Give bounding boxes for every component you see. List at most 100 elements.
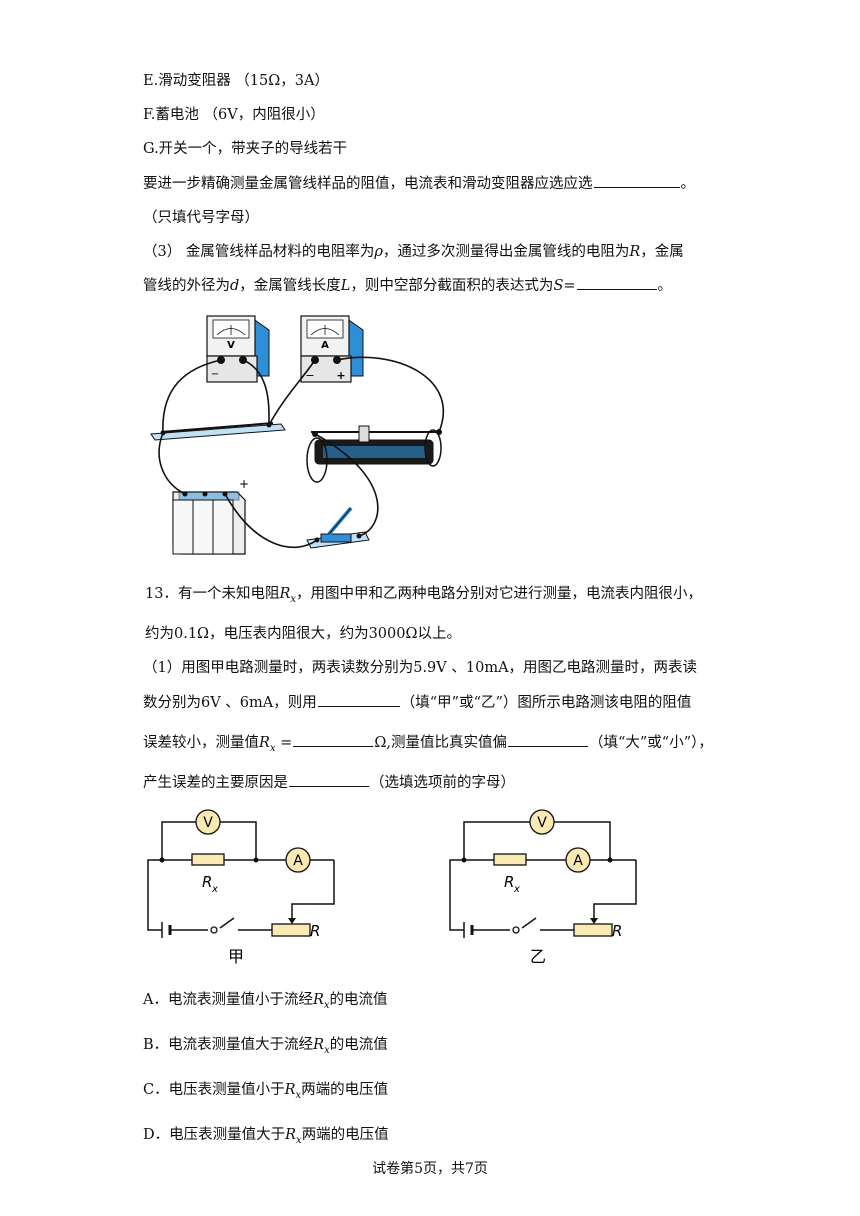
ammeter-minus: − — [305, 369, 314, 382]
rx-symbol: R — [285, 1127, 297, 1143]
q12-part3-line2: 管线的外径为d，金属管线长度L，则中空部分截面积的表达式为S= 。 — [143, 274, 672, 297]
apparatus-figure: V − A − + — [150, 315, 445, 555]
rx-subscript: x — [323, 999, 330, 1011]
l-symbol: L — [340, 278, 351, 294]
s-symbol: S — [553, 278, 564, 294]
rheostat-device — [306, 425, 442, 483]
option-d-end: 两端的电压值 — [301, 1127, 389, 1143]
q12-part2-end: 。 — [680, 176, 696, 192]
q12-part3-a: （3） 金属管线样品材料的电阻率为 — [143, 244, 375, 260]
q13-p1-line1: （1）用图甲电路测量时，两表读数分别为5.9V 、10mA，用图乙电路测量时，两… — [143, 660, 698, 676]
q13-intro: 13．有一个未知电阻Rx，用图中甲和乙两种电路分别对它进行测量，电流表内阻很小， — [145, 583, 702, 611]
q13-p1-line3-c: （填“大”或“小”）， — [588, 735, 713, 751]
ammeter-symbol — [285, 847, 311, 873]
answer-blank[interactable] — [293, 731, 374, 747]
ammeter-device: A − + — [300, 315, 364, 383]
rx-subscript: x — [324, 1044, 330, 1056]
rheostat-label: R — [612, 922, 622, 940]
switch-symbol — [210, 926, 218, 934]
option-f: F.蓄电池 （6V，内阻很小） — [143, 107, 325, 123]
answer-blank[interactable] — [576, 274, 657, 290]
resistor-rx — [493, 853, 527, 866]
voltmeter-symbol — [529, 809, 555, 835]
ammeter-plus: + — [336, 369, 345, 382]
rheostat-symbol — [573, 923, 613, 937]
q12-part3-line2-a: 管线的外径为 — [143, 278, 230, 294]
q13-p1-line2: 数分别为6V 、6mA，则用 （填“甲”或“乙”）图所示电路测该电阻的阻值 — [143, 691, 691, 714]
answer-blank[interactable] — [289, 771, 369, 787]
voltmeter-letter: V — [227, 340, 235, 351]
q13-p1-line3-a: 误差较小，测量值 — [143, 735, 259, 751]
q13-intro-b: ，用图中甲和乙两种电路分别对它进行测量，电流表内阻很小， — [296, 586, 703, 602]
option-c[interactable]: C．电压表测量值小于Rx两端的电压值 — [143, 1079, 388, 1107]
ammeter-label: A — [573, 853, 583, 869]
rx-symbol: R — [259, 735, 270, 751]
q13-p1-line2-a: 数分别为6V 、6mA，则用 — [143, 695, 317, 711]
voltmeter-label: V — [203, 815, 213, 831]
caption-jia: 甲 — [228, 947, 244, 966]
option-c-end: 两端的电压值 — [301, 1082, 389, 1098]
switch-symbol — [512, 926, 520, 934]
q13-p1-line4-a: 产生误差的主要原因是 — [143, 775, 288, 791]
q12-part3-line2-c: ，则中空部分截面积的表达式为 — [350, 278, 554, 294]
q13-p1-line3-b: Ω,测量值比真实值偏 — [374, 735, 507, 751]
page-footer: 试卷第5页，共7页 — [372, 1161, 488, 1177]
rx-symbol: R — [284, 1082, 296, 1098]
r-symbol: R — [629, 244, 641, 260]
equals-sign: = — [563, 278, 576, 294]
option-a-text: A．电流表测量值小于流经 — [143, 992, 313, 1008]
answer-blank[interactable] — [317, 691, 400, 707]
q13-intro-line2: 约为0.1Ω，电压表内阻很大，约为3000Ω以上。 — [145, 626, 462, 642]
q13-p1-line2-b: （填“甲”或“乙”）图所示电路测该电阻的阻值 — [400, 695, 692, 711]
sample-board — [150, 422, 286, 441]
rx-subscript: x — [295, 1089, 302, 1101]
ammeter-letter: A — [321, 340, 329, 351]
rx-subscript: x — [290, 593, 297, 605]
voltmeter-label: V — [537, 815, 547, 831]
option-b-text: B．电流表测量值大于流经 — [143, 1037, 314, 1053]
voltmeter-device: V − — [206, 315, 270, 383]
rheostat-label: R — [310, 922, 320, 940]
rx-sub-label: x — [211, 884, 218, 895]
q12-part3-line2-b: ，金属管线长度 — [239, 278, 341, 294]
rx-label: R — [504, 873, 514, 891]
rheostat-symbol — [271, 923, 311, 937]
rx-label: R — [202, 873, 212, 891]
q12-part3-end: 。 — [657, 278, 673, 294]
option-b-end: 的电流值 — [329, 1037, 388, 1053]
voltmeter-minus: − — [211, 369, 219, 380]
rx-subscript: x — [269, 742, 276, 754]
q13-p1-line3: 误差较小，测量值Rx = Ω,测量值比真实值偏 （填“大”或“小”）， — [143, 731, 713, 760]
voltmeter-symbol — [195, 809, 221, 835]
d-symbol: d — [230, 278, 240, 294]
option-b[interactable]: B．电流表测量值大于流经Rx的电流值 — [143, 1034, 388, 1062]
q12-part3-line1: （3） 金属管线样品材料的电阻率为ρ，通过多次测量得出金属管线的电阻为R，金属 — [143, 241, 684, 263]
option-d-text: D．电压表测量值大于 — [143, 1127, 286, 1143]
switch-device — [306, 506, 370, 549]
answer-blank[interactable] — [593, 172, 680, 188]
circuit-jia: V R x A R 甲 — [147, 809, 335, 966]
answer-blank[interactable] — [507, 731, 588, 747]
q13-p1-line3-eq: = — [275, 735, 293, 751]
battery-device: + — [172, 477, 249, 555]
option-d[interactable]: D．电压表测量值大于Rx两端的电压值 — [143, 1124, 389, 1152]
option-a-end: 的电流值 — [329, 992, 388, 1008]
rx-symbol: R — [313, 1037, 325, 1053]
option-a[interactable]: A．电流表测量值小于流经Rx的电流值 — [143, 989, 388, 1017]
circuit-yi: V R x A R 乙 — [449, 809, 637, 966]
q12-part3-c: ，金属 — [640, 244, 684, 260]
option-g: G.开关一个，带夹子的导线若干 — [143, 141, 348, 157]
rx-symbol: R — [279, 586, 291, 602]
rx-symbol: R — [312, 992, 324, 1008]
rx-subscript: x — [296, 1134, 302, 1146]
caption-yi: 乙 — [530, 947, 546, 966]
rho-symbol: ρ — [374, 244, 383, 260]
q12-part2-text: 要进一步精确测量金属管线样品的阻值，电流表和滑动变阻器应选应选 — [143, 176, 593, 192]
battery-plus: + — [239, 477, 249, 491]
ammeter-label: A — [293, 853, 303, 869]
ammeter-symbol — [565, 847, 591, 873]
q12-part2-line: 要进一步精确测量金属管线样品的阻值，电流表和滑动变阻器应选应选 。 — [143, 172, 695, 195]
q13-p1-line4-b: （选填选项前的字母） — [370, 775, 515, 791]
q13-intro-a: 13．有一个未知电阻 — [145, 586, 280, 602]
q13-p1-line4: 产生误差的主要原因是 （选填选项前的字母） — [143, 771, 515, 794]
